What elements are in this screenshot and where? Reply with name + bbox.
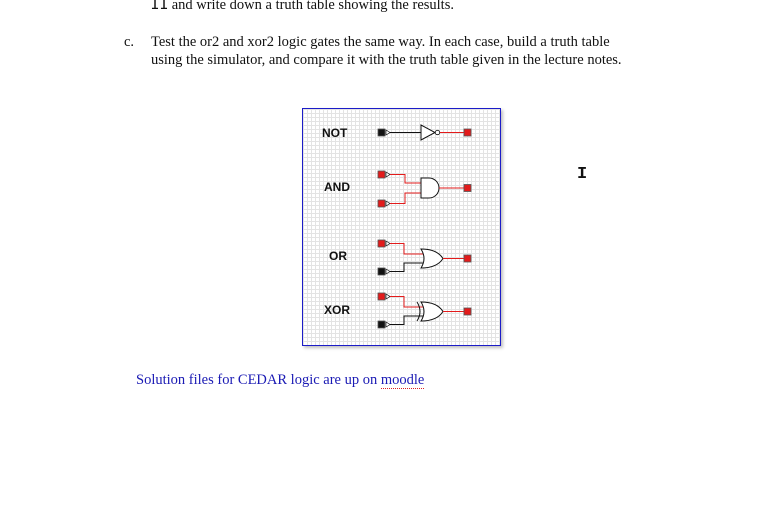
footer-text: Solution files for CEDAR logic are up on [136,372,381,388]
and-gate-circuit [377,170,472,208]
gate-label-or: OR [329,249,347,263]
logic-simulator-figure: NOT AND OR XOR [302,108,501,346]
or-input-switch-a [377,239,386,248]
and-wire-a [390,174,421,184]
text-cursor-icon: I [577,165,588,184]
or-gate-circuit [377,239,472,276]
list-item-body: Test the or2 and xor2 logic gates the sa… [151,33,711,69]
or-wire-a [390,243,424,255]
circuit-diagram [377,124,472,329]
and-output-light [463,184,472,192]
moodle-link[interactable]: moodle [380,372,425,389]
paragraph-line-2: using the simulator, and compare it with… [151,52,622,68]
not-input-switch [377,128,386,137]
not-output-light [463,128,472,137]
or-wire-b [390,262,424,272]
and-gate-icon [420,177,440,199]
xor-gate-icon [420,301,444,322]
step-number: 11 [150,0,169,13]
gate-label-xor: XOR [324,303,351,317]
or-output-light [463,254,472,263]
xor-wire-a [390,296,424,308]
paragraph-line-1: Test the or2 and xor2 logic gates the sa… [151,34,610,50]
and-wire-b [390,192,421,204]
not-gate-circuit [377,124,472,141]
and-input-switch-a [377,170,386,179]
not-gate-icon [420,124,437,141]
or-input-switch-b [377,267,386,276]
solution-files-note: Solution files for CEDAR logic are up on… [136,372,425,389]
gate-label-and: AND [324,180,350,194]
gate-label-not: NOT [322,126,348,140]
or-gate-icon [420,248,444,269]
xor-output-light [463,307,472,316]
top-line: 11 and write down a truth table showing … [150,0,454,14]
and-input-switch-b [377,199,386,208]
xor-gate-circuit [377,292,472,329]
top-line-text: and write down a truth table showing the… [168,0,454,13]
xor-wire-b [390,315,424,325]
xor-input-switch-b [377,320,386,329]
xor-input-switch-a [377,292,386,301]
list-marker: c. [124,34,135,50]
